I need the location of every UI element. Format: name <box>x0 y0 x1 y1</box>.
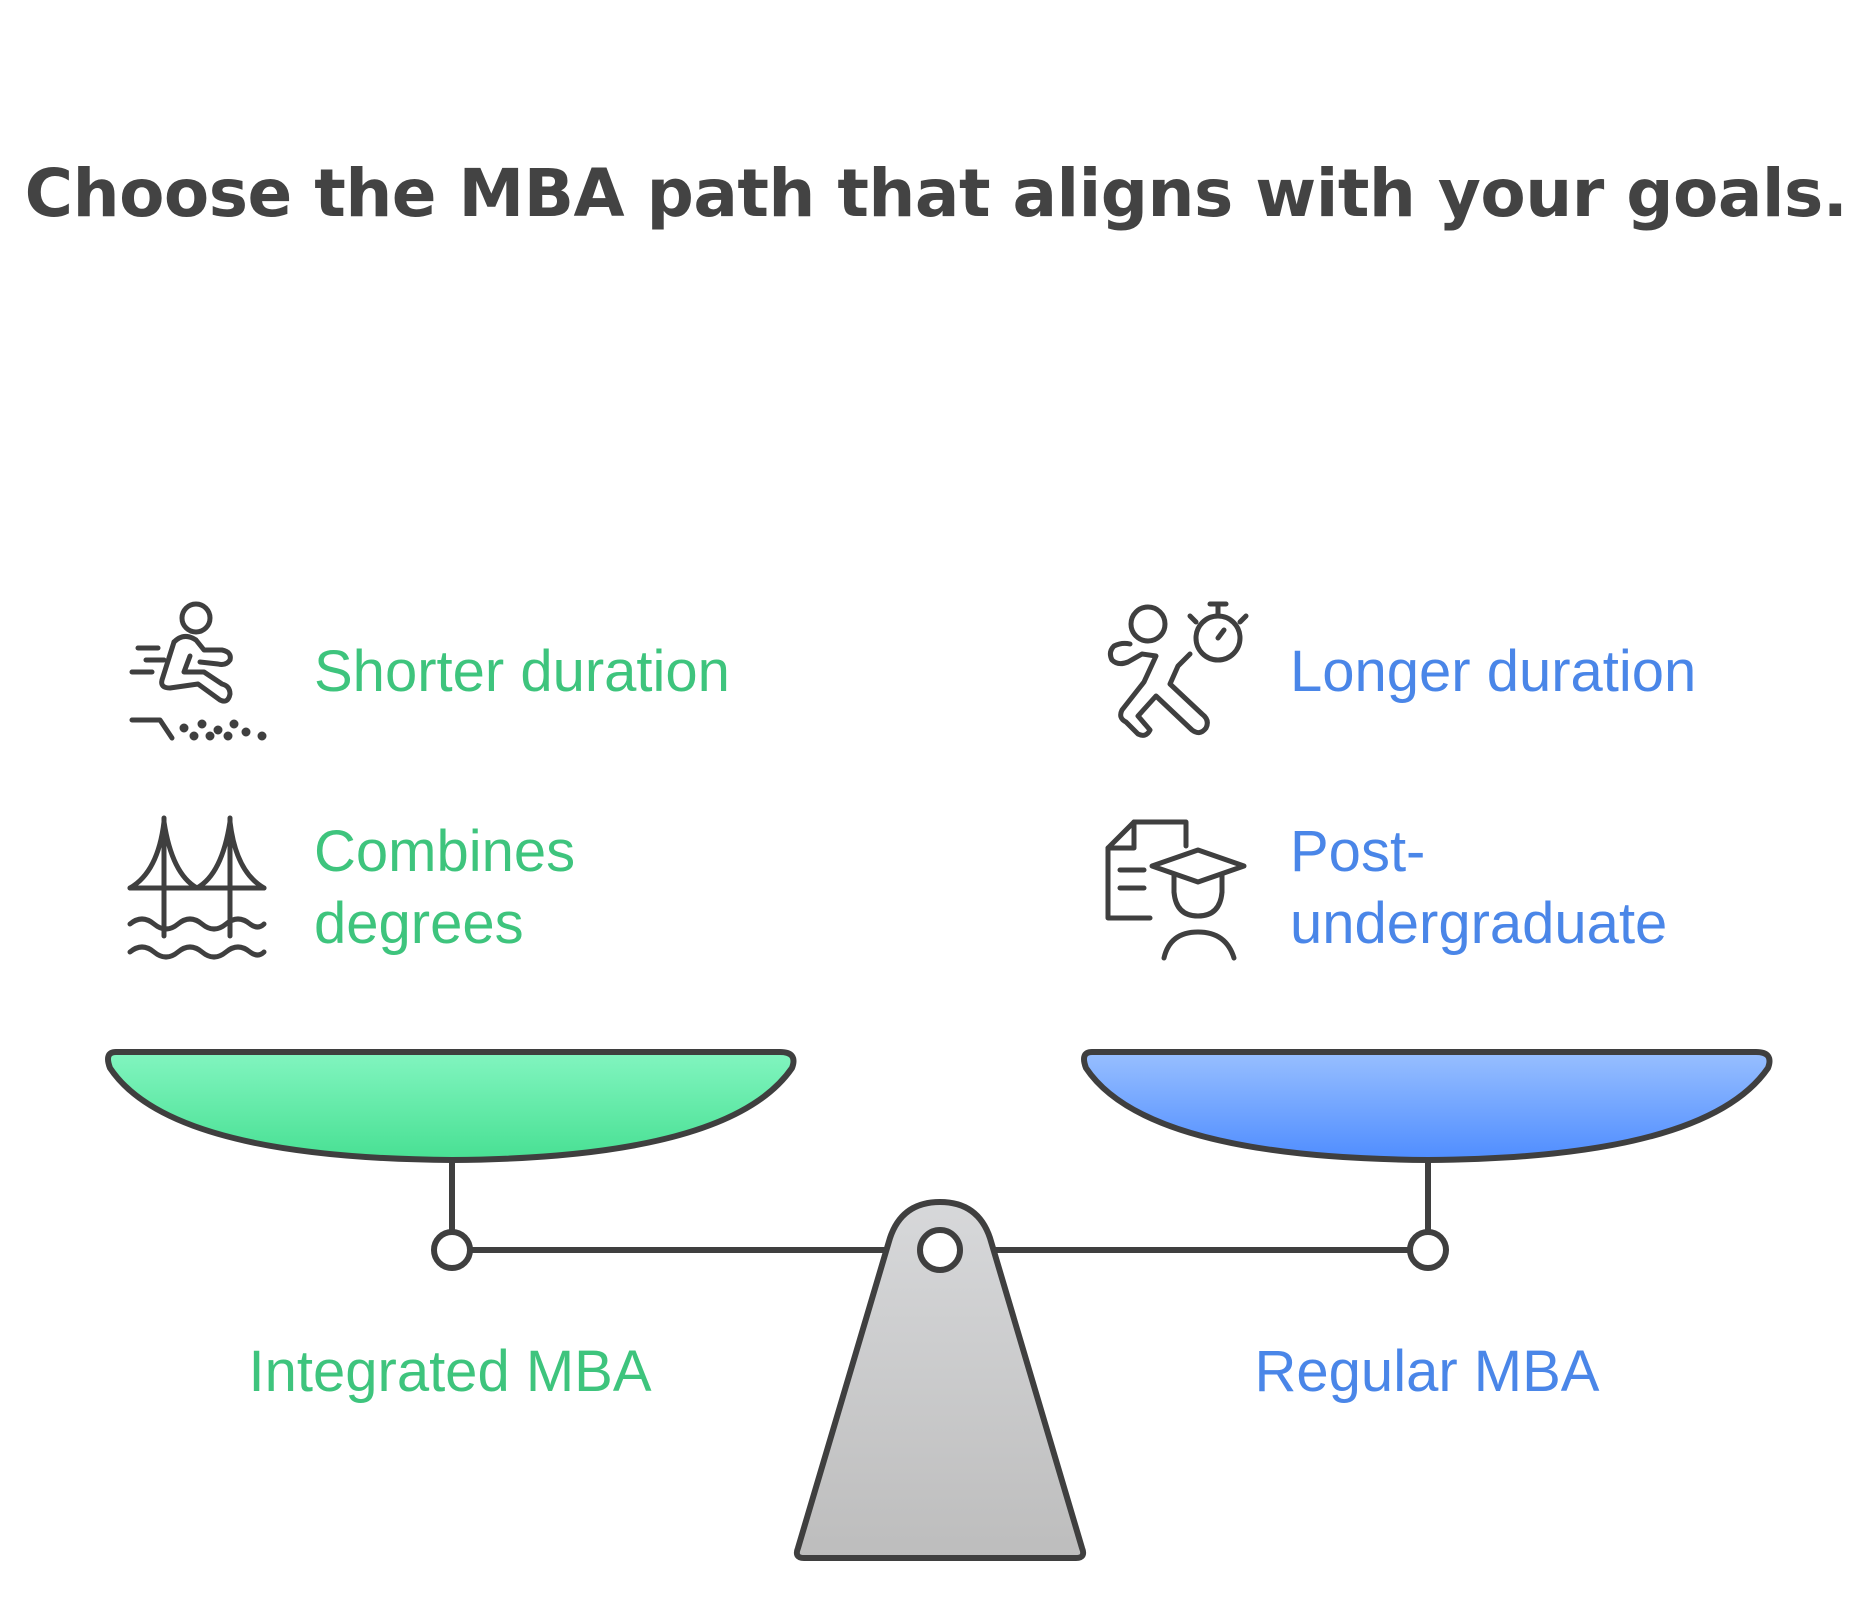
runner-stopwatch-icon <box>1100 598 1250 748</box>
center-pivot <box>917 1227 963 1273</box>
feature-shorter-duration: Shorter duration <box>314 639 730 704</box>
sprinter-icon <box>122 598 272 748</box>
page-title: Choose the MBA path that aligns with you… <box>24 155 1848 232</box>
left-pivot <box>431 1229 473 1271</box>
right-pivot <box>1407 1229 1449 1271</box>
left-pan <box>105 1049 797 1163</box>
feature-longer-duration: Longer duration <box>1290 639 1697 704</box>
right-pan <box>1081 1049 1773 1163</box>
feature-combines-degrees: Combines degrees <box>314 819 576 956</box>
option-label-integrated-mba: Integrated MBA <box>248 1339 652 1404</box>
graduate-document-icon <box>1100 812 1250 962</box>
scale-stand <box>793 1199 1087 1561</box>
bridge-icon <box>122 812 272 962</box>
feature-post-undergraduate: Post-undergraduate <box>1290 819 1668 956</box>
option-label-regular-mba: Regular MBA <box>1254 1339 1600 1404</box>
